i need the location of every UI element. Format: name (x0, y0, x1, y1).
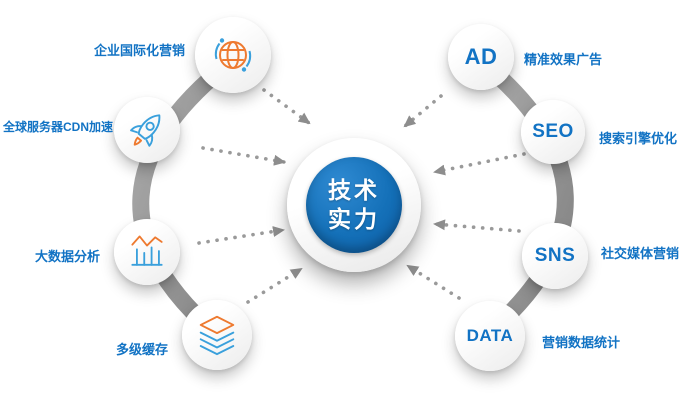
node-data-label: 营销数据统计 (542, 335, 621, 350)
node-cache (182, 300, 252, 370)
arrow-chart-center (197, 226, 285, 245)
node-sns: SNS (522, 223, 588, 289)
dotted-arrows (197, 88, 526, 304)
globe-icon (214, 38, 252, 72)
node-seo: SEO (521, 100, 585, 164)
arrow-ad-center (403, 94, 443, 128)
node-bigdata (114, 219, 180, 285)
center-title-line1: 技术 (328, 177, 380, 203)
node-ad: AD (448, 24, 514, 90)
bar-chart-icon (131, 235, 163, 266)
node-data: DATA (455, 301, 525, 371)
arrow-layers-center (246, 267, 303, 304)
left-arc-band (132, 51, 242, 342)
node-data-letter: DATA (466, 326, 514, 345)
node-bigdata-label: 大数据分析 (35, 249, 101, 264)
node-seo-letter: SEO (532, 121, 574, 142)
arrow-rocket-center (201, 146, 286, 166)
node-globalization-label: 企业国际化营销 (94, 43, 186, 58)
center-title-line2: 实力 (328, 206, 380, 232)
center-node: 技术 实力 (287, 138, 421, 272)
arrow-globe-center (262, 88, 311, 125)
node-sns-letter: SNS (534, 245, 576, 266)
node-sns-label: 社交媒体营销 (601, 246, 680, 261)
node-cdn (114, 97, 180, 163)
rocket-icon (130, 114, 161, 147)
layers-icon (199, 315, 235, 356)
right-arc-band (471, 51, 574, 342)
node-cdn-label: 全球服务器CDN加速 (3, 120, 113, 134)
node-globalization (195, 17, 271, 93)
arrow-seo-center (433, 152, 526, 176)
node-cache-label: 多级缓存 (116, 342, 169, 357)
arrow-data-center (406, 264, 461, 300)
node-ad-label: 精准效果广告 (524, 52, 603, 67)
node-ad-letter: AD (464, 44, 498, 69)
center-badge: 技术 实力 (306, 157, 402, 253)
node-seo-label: 搜索引擎优化 (599, 131, 678, 146)
arrow-sns-center (433, 219, 521, 233)
